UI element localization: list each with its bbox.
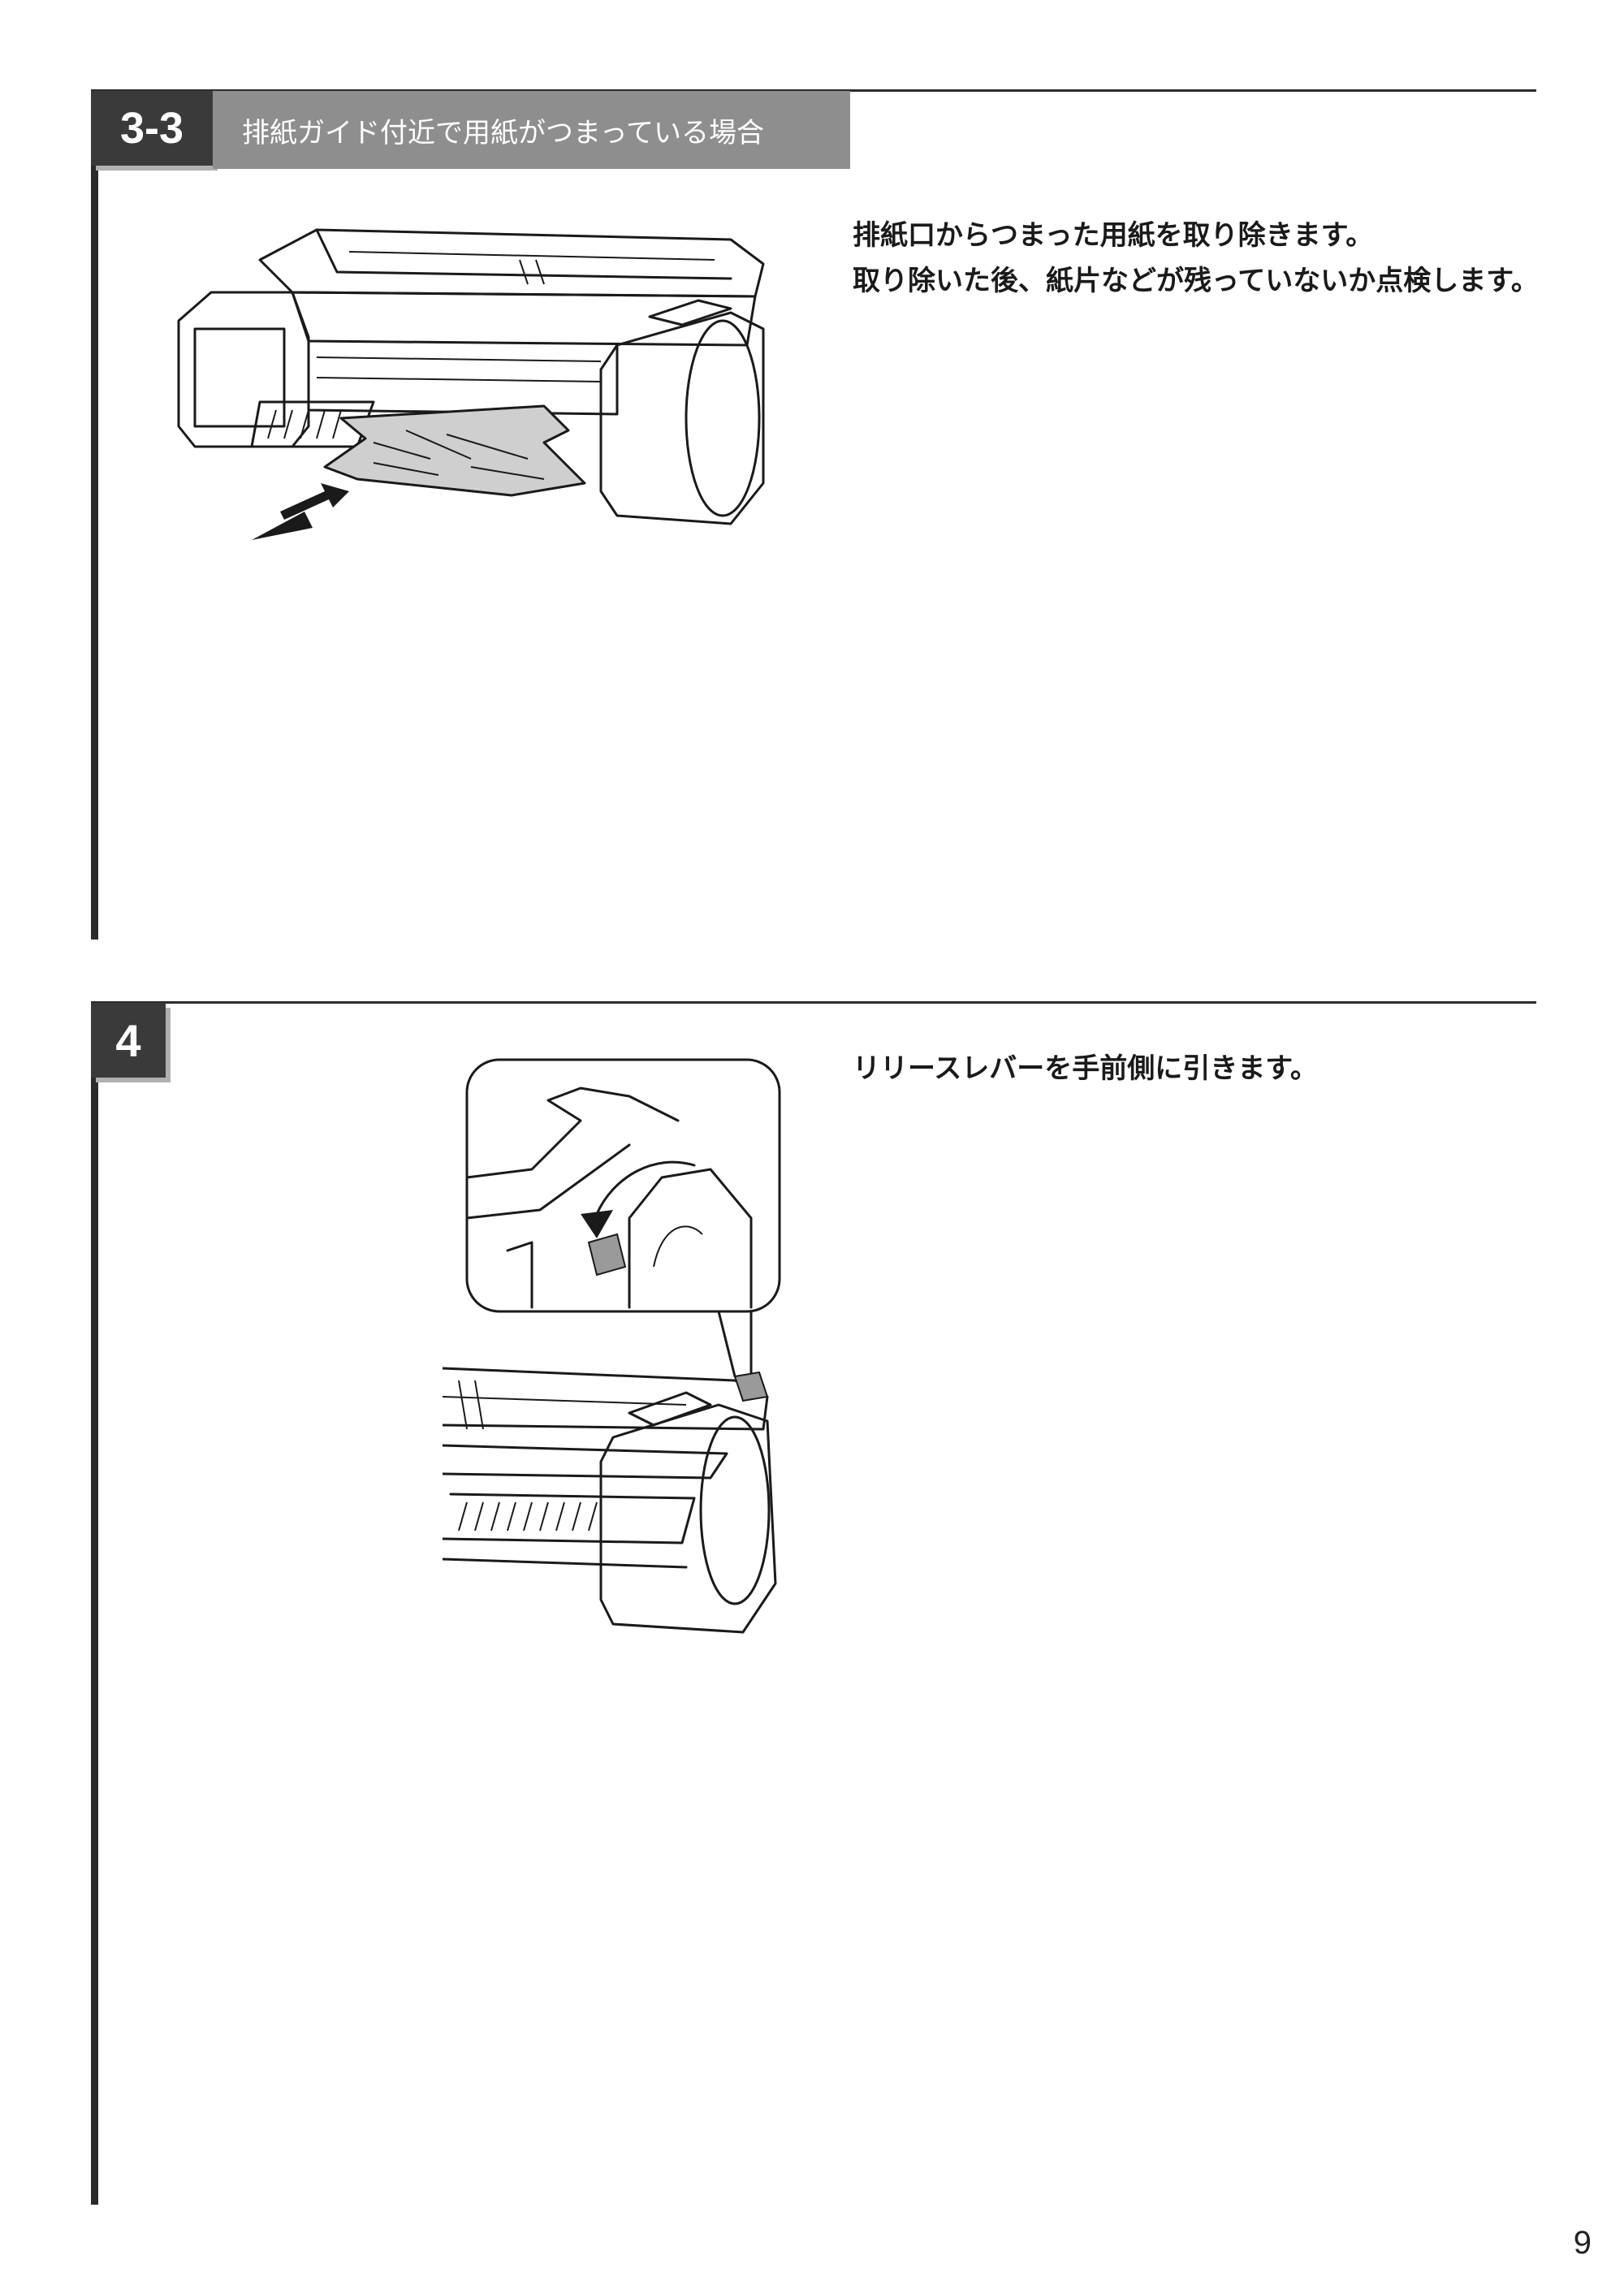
instruction-text-step-4: リリースレバーを手前側に引きます。 xyxy=(853,1046,1318,1091)
section-subtitle: 排紙ガイド付近で用紙がつまっている場合 xyxy=(213,91,850,169)
section-4-side-bar xyxy=(91,1003,98,2205)
printer-paper-jam-illustration xyxy=(177,228,765,540)
step-badge-3-3: 3-3 xyxy=(91,91,213,166)
instruction-line-release-lever: リリースレバーを手前側に引きます。 xyxy=(853,1052,1318,1085)
instruction-line-2: 取り除いた後、紙片などが残っていないか点検します。 xyxy=(853,265,1539,297)
section-3-3-top-rule xyxy=(91,89,1536,92)
page-number: 9 xyxy=(1573,2225,1592,2261)
instruction-text: 排紙口からつまった用紙を取り除きます。 取り除いた後、紙片などが残っていないか点… xyxy=(853,213,1539,304)
step-badge-4: 4 xyxy=(91,1003,166,1078)
release-lever-illustration xyxy=(443,1058,781,1634)
instruction-line-1: 排紙口からつまった用紙を取り除きます。 xyxy=(853,219,1374,252)
section-4-top-rule xyxy=(91,1001,1536,1004)
section-3-3-side-bar xyxy=(91,91,98,940)
